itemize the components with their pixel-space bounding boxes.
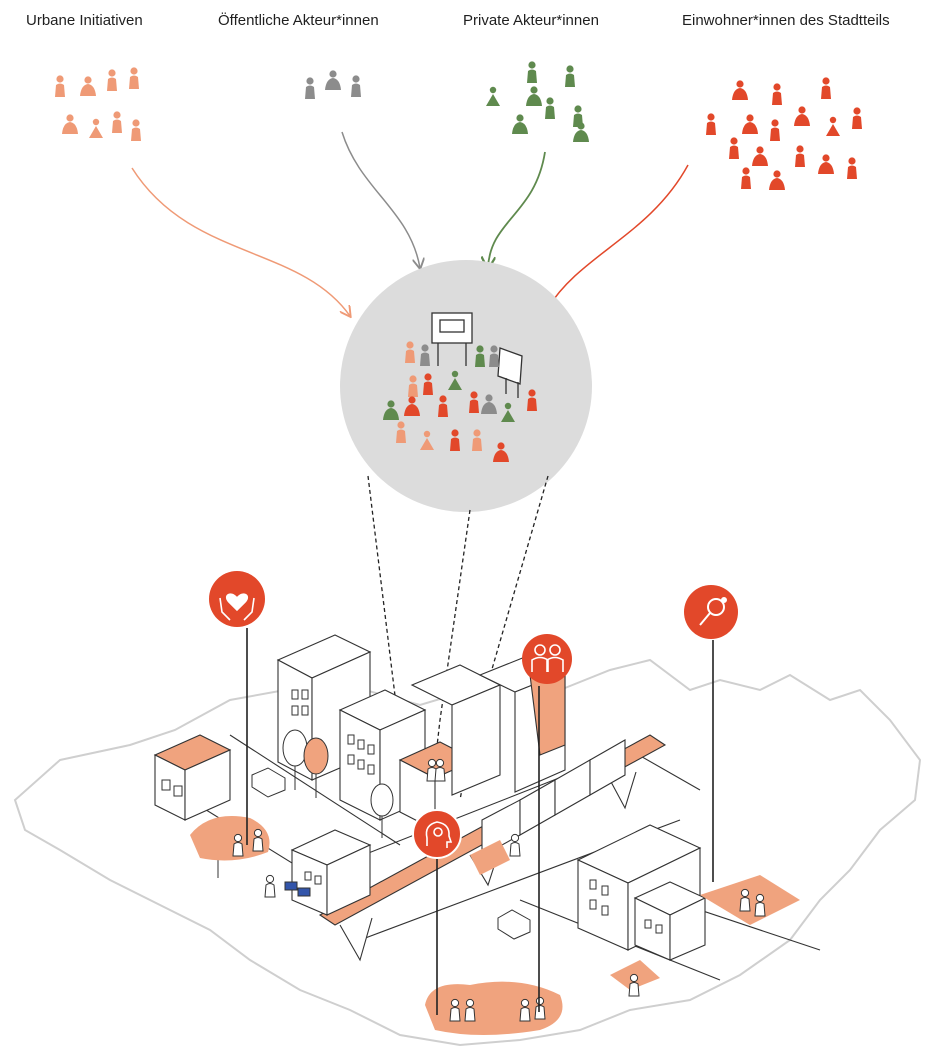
participation-circle bbox=[340, 260, 592, 512]
windows bbox=[161, 689, 663, 934]
elevated-rail bbox=[318, 734, 667, 962]
label-private-akteure: Private Akteur*innen bbox=[463, 12, 599, 29]
city-outline bbox=[13, 658, 922, 1047]
group-private-akteure bbox=[486, 61, 589, 142]
arrow-privat bbox=[488, 151, 546, 268]
vehicles bbox=[251, 767, 531, 940]
lightbulb-head-icon bbox=[425, 821, 453, 848]
pin-lightbulb-head bbox=[412, 809, 462, 1015]
arrow-einwohner bbox=[548, 164, 689, 308]
heart-hands-icon bbox=[219, 593, 255, 621]
arrow-oeffentlich bbox=[341, 131, 420, 268]
group-oeffentliche-akteure bbox=[305, 70, 361, 99]
group-urbane-initiativen bbox=[55, 67, 141, 141]
label-oeffentliche-akteure: Öffentliche Akteur*innen bbox=[218, 12, 379, 29]
pin-people-pair bbox=[522, 634, 572, 1012]
group-einwohner bbox=[706, 77, 862, 190]
label-einwohner: Einwohner*innen des Stadtteils bbox=[682, 12, 890, 29]
info-board-icon bbox=[431, 312, 523, 398]
arrow-urbane bbox=[131, 167, 350, 316]
magnifier-icon bbox=[699, 597, 727, 626]
people-pair-icon bbox=[531, 644, 564, 672]
pin-magnifier bbox=[684, 585, 738, 882]
pin-heart-hands bbox=[209, 571, 265, 845]
activity-areas bbox=[190, 816, 800, 1035]
label-urbane-initiativen: Urbane Initiativen bbox=[26, 12, 143, 29]
